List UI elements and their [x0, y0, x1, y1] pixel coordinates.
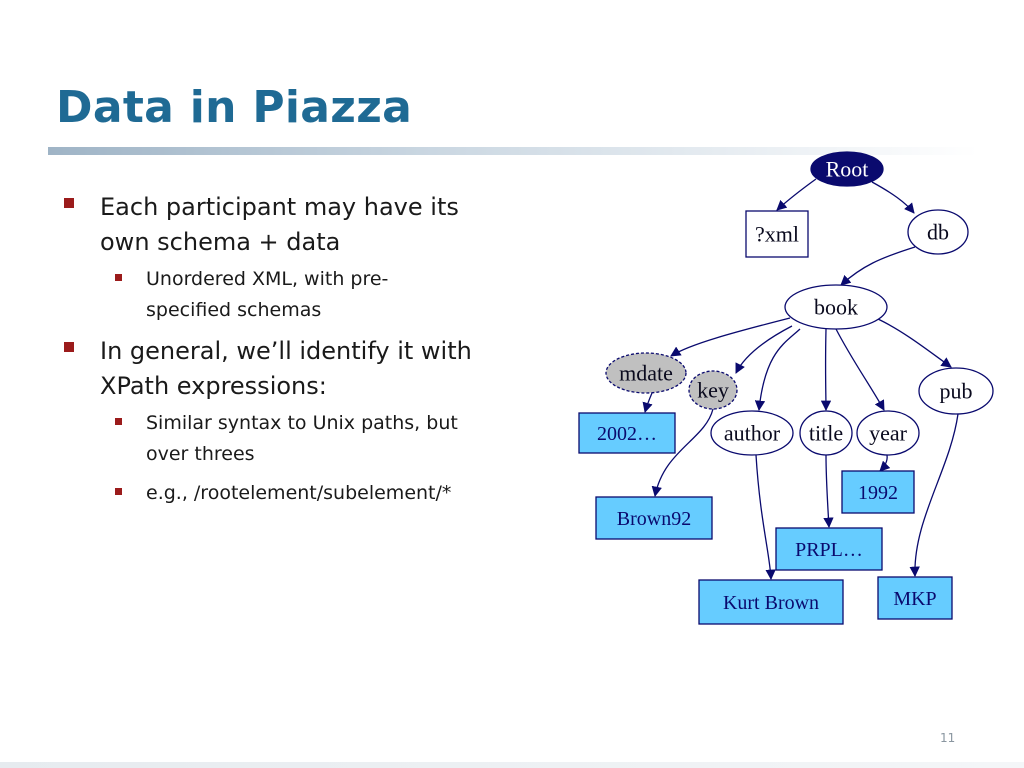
- tree-node-label-mkp: MKP: [893, 588, 936, 610]
- tree-node-label-db: db: [927, 219, 949, 244]
- tree-node-label-mdate: mdate: [619, 360, 673, 385]
- sub-bullet-marker-icon: [115, 274, 122, 281]
- sub-bullet-item: Unordered XML, with pre- specified schem…: [62, 264, 532, 326]
- tree-node-author: author: [710, 410, 794, 456]
- sub-bullet-line: e.g., /rootelement/subelement/*: [146, 482, 452, 504]
- tree-node-brown92: Brown92: [595, 496, 713, 540]
- tree-node-year: year: [856, 410, 920, 456]
- tree-node-pub: pub: [918, 367, 994, 415]
- tree-node-shape-year: [856, 410, 920, 456]
- tree-node-v2002: 2002…: [578, 412, 676, 454]
- title-underline: [48, 147, 978, 155]
- tree-node-label-author: author: [724, 420, 781, 445]
- bullet-item: In general, we’ll identify it with XPath…: [62, 334, 532, 404]
- sub-bullet-item: Similar syntax to Unix paths, but over t…: [62, 408, 532, 470]
- tree-node-label-xml: ?xml: [755, 221, 799, 246]
- tree-node-mdate: mdate: [605, 352, 687, 394]
- bullet-list: Each participant may have its own schema…: [62, 190, 532, 517]
- tree-node-xml: ?xml: [745, 210, 809, 258]
- tree-edge-title-prpl: [823, 454, 834, 529]
- tree-edge-year-v1992: [879, 454, 891, 472]
- tree-node-shape-author: [710, 410, 794, 456]
- bullet-line: XPath expressions:: [100, 372, 327, 400]
- bullet-marker-icon: [64, 342, 74, 352]
- sub-bullet-line: specified schemas: [146, 299, 322, 321]
- bullet-line: own schema + data: [100, 228, 341, 256]
- tree-node-kurt: Kurt Brown: [698, 579, 844, 625]
- tree-node-label-v2002: 2002…: [597, 423, 657, 445]
- tree-edge-book-mdate: [670, 317, 791, 357]
- tree-node-db: db: [907, 209, 969, 255]
- tree-edge-book-author: [754, 328, 801, 412]
- tree-node-key: key: [688, 370, 738, 410]
- tree-node-shape-v1992: [841, 470, 915, 514]
- tree-node-shape-kurt: [698, 579, 844, 625]
- tree-node-title: title: [799, 410, 853, 456]
- tree-edge-pub-mkp: [909, 413, 959, 578]
- tree-node-shape-pub: [918, 367, 994, 415]
- tree-node-shape-xml: [745, 210, 809, 258]
- tree-node-book: book: [784, 284, 888, 330]
- tree-node-label-key: key: [697, 377, 729, 402]
- tree-edge-author-kurt: [755, 454, 776, 581]
- tree-edge-root-db: [871, 181, 915, 214]
- sub-bullet-line: Unordered XML, with pre-: [146, 268, 389, 290]
- tree-node-label-prpl: PRPL…: [795, 539, 863, 561]
- tree-node-label-pub: pub: [940, 378, 973, 403]
- tree-node-shape-root: [810, 151, 884, 187]
- tree-node-label-year: year: [869, 420, 908, 445]
- tree-edge-book-key: [735, 325, 793, 374]
- tree-node-label-v1992: 1992: [858, 482, 898, 504]
- tree-node-shape-v2002: [578, 412, 676, 454]
- bullet-line: Each participant may have its: [100, 193, 459, 221]
- tree-node-label-title: title: [809, 420, 843, 445]
- tree-node-shape-mdate: [605, 352, 687, 394]
- sub-bullet-line: over threes: [146, 443, 255, 465]
- tree-node-shape-title: [799, 410, 853, 456]
- tree-node-shape-key: [688, 370, 738, 410]
- bullet-marker-icon: [64, 198, 74, 208]
- sub-bullet-marker-icon: [115, 488, 122, 495]
- tree-node-label-root: Root: [826, 156, 869, 181]
- tree-node-mkp: MKP: [877, 576, 953, 620]
- sub-bullet-marker-icon: [115, 418, 122, 425]
- tree-edge-book-year: [835, 328, 885, 411]
- tree-edge-book-pub: [877, 318, 952, 368]
- tree-node-label-brown92: Brown92: [617, 508, 691, 530]
- tree-node-shape-mkp: [877, 576, 953, 620]
- tree-node-shape-brown92: [595, 496, 713, 540]
- bullet-line: In general, we’ll identify it with: [100, 337, 472, 365]
- tree-node-label-book: book: [814, 294, 858, 319]
- tree-node-root: Root: [810, 151, 884, 187]
- tree-node-label-kurt: Kurt Brown: [723, 592, 819, 614]
- tree-edge-db-book: [840, 246, 916, 286]
- tree-edge-key-brown92: [651, 408, 714, 498]
- tree-node-prpl: PRPL…: [775, 527, 883, 571]
- tree-edge-root-xml: [776, 178, 817, 211]
- tree-node-v1992: 1992: [841, 470, 915, 514]
- page-number: 11: [940, 731, 956, 745]
- sub-bullet-line: Similar syntax to Unix paths, but: [146, 412, 458, 434]
- tree-edge-mdate-v2002: [642, 392, 653, 413]
- tree-node-shape-book: [784, 284, 888, 330]
- slide-title: Data in Piazza: [56, 82, 413, 133]
- sub-bullet-item: e.g., /rootelement/subelement/*: [62, 478, 532, 509]
- bullet-item: Each participant may have its own schema…: [62, 190, 532, 260]
- footer-rule: [0, 762, 1024, 768]
- tree-node-shape-db: [907, 209, 969, 255]
- tree-node-shape-prpl: [775, 527, 883, 571]
